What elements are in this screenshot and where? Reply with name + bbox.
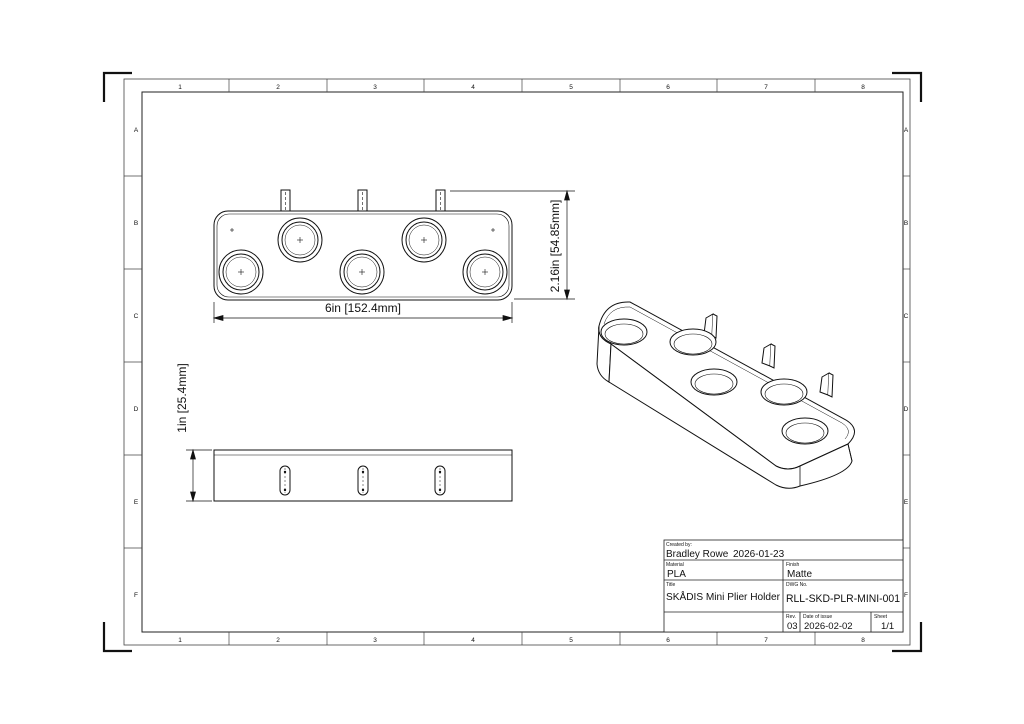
zone-col-bottom-6: 6: [666, 637, 670, 644]
zone-row-left-c: C: [134, 313, 139, 320]
height-dimension-label: 1in [25.4mm]: [175, 363, 189, 432]
date-of-issue-label: Date of issue: [803, 614, 832, 620]
zone-row-left-e: E: [134, 499, 139, 506]
depth-dimension-label: 2.16in [54.85mm]: [548, 200, 562, 293]
dwg-no-label: DWG No.: [786, 582, 807, 588]
issue-date-value: 2026-02-02: [804, 621, 853, 632]
top-view: [213, 189, 513, 301]
sheet-value: 1/1: [881, 621, 894, 632]
front-view-slots: [279, 465, 446, 496]
zone-col-top-7: 7: [764, 84, 768, 91]
iso-front-face: [608, 343, 853, 489]
title-block: [663, 539, 904, 633]
zone-col-bottom-1: 1: [178, 637, 182, 644]
zone-col-bottom-8: 8: [861, 637, 865, 644]
top-view-pegs: [280, 189, 446, 213]
created-by-label: Created by:: [666, 542, 692, 548]
top-view-body: [213, 210, 513, 301]
zone-row-right-e: E: [904, 499, 909, 506]
finish-label: Finish: [786, 562, 800, 568]
zone-row-right-a: A: [904, 127, 909, 134]
depth-dimension: [450, 189, 575, 301]
zone-row-left-f: F: [134, 592, 138, 599]
zone-row-right-b: B: [904, 220, 908, 227]
top-view-sockets: [218, 217, 508, 295]
zone-col-bottom-5: 5: [569, 637, 573, 644]
zone-row-left-d: D: [134, 406, 139, 413]
revision-value: 03: [787, 621, 798, 632]
zone-row-right-c: C: [904, 313, 909, 320]
zone-col-top-6: 6: [666, 84, 670, 91]
zone-col-bottom-4: 4: [471, 637, 475, 644]
zone-col-top-5: 5: [569, 84, 573, 91]
width-dimension: [212, 302, 514, 323]
zone-ticks: [124, 79, 910, 645]
zone-col-top-1: 1: [178, 84, 182, 91]
isometric-view: [596, 301, 855, 489]
material-value: PLA: [667, 569, 686, 580]
zone-col-top-2: 2: [276, 84, 280, 91]
rev-label: Rev.: [786, 614, 796, 620]
zone-col-top-3: 3: [373, 84, 377, 91]
created-by-name: Bradley Rowe: [666, 549, 729, 560]
zone-col-bottom-3: 3: [373, 637, 377, 644]
zone-row-right-f: F: [904, 592, 908, 599]
created-date: 2026-01-23: [733, 549, 785, 560]
width-dimension-label: 6in [152.4mm]: [325, 301, 401, 315]
finish-value: Matte: [787, 569, 812, 580]
zone-row-left-a: A: [134, 127, 139, 134]
zone-col-bottom-2: 2: [276, 637, 280, 644]
zone-col-bottom-7: 7: [764, 637, 768, 644]
iso-sockets: [600, 318, 829, 445]
zone-row-left-b: B: [134, 220, 138, 227]
drawing-number: RLL-SKD-PLR-MINI-001: [786, 593, 900, 605]
material-label: Material: [666, 562, 684, 568]
front-view: [213, 449, 513, 502]
height-dimension: [186, 448, 212, 503]
sheet-label: Sheet: [874, 614, 888, 620]
zone-col-top-8: 8: [861, 84, 865, 91]
iso-pegs: [703, 313, 834, 398]
zone-row-right-d: D: [904, 406, 909, 413]
title-label: Title: [666, 582, 675, 588]
corner-marks: [102, 71, 923, 653]
zone-col-top-4: 4: [471, 84, 475, 91]
drawing-title: SKÅDIS Mini Plier Holder: [666, 590, 780, 603]
